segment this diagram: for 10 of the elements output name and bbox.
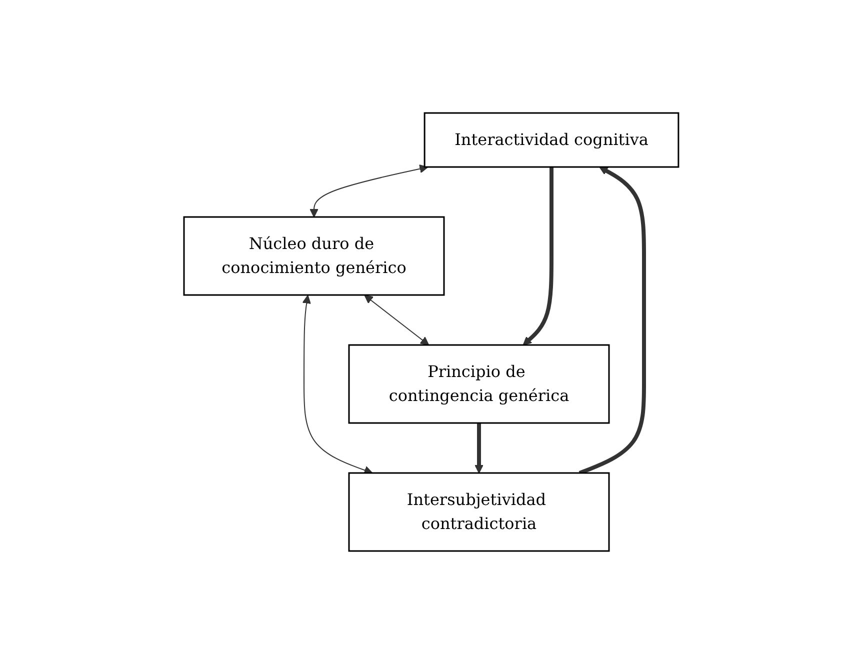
node-box: Intersubjetividad contradictoria [348,472,610,552]
arrow [302,294,374,474]
node-box: Principio de contingencia genérica [348,344,610,424]
node-box: Núcleo duro de conocimiento genérico [184,216,446,296]
arrow [474,422,484,473]
arrow [579,166,646,474]
node-box: Interactividad cognitiva [424,112,680,168]
arrow [310,164,428,217]
arrow [364,294,430,345]
arrow [523,166,554,345]
